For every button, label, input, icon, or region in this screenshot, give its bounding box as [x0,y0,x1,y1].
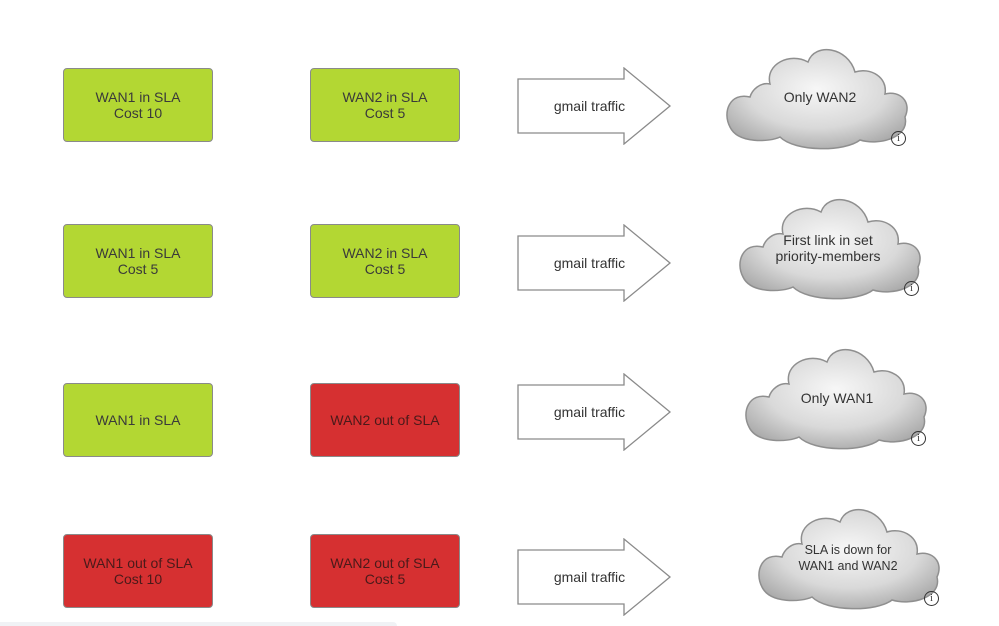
cloud-line: SLA is down for [804,543,892,557]
box-line: Cost 5 [117,261,159,277]
cloud-line: First link in set [783,232,873,248]
cloud-line: WAN1 and WAN2 [798,559,898,573]
result-cloud-row3: Only WAN1 i [739,342,939,454]
cloud-text: Only WAN2 [720,89,920,105]
wan1-status-box-row3: WAN1 in SLA [63,383,213,457]
cloud-line: priority-members [775,248,881,264]
result-cloud-row2: First link in set priority-members i [733,192,933,304]
traffic-arrow-row1: gmail traffic [517,66,673,146]
arrow-shape [517,66,672,146]
cloud-text: First link in set priority-members [723,232,933,264]
wan2-status-box-row3: WAN2 out of SLA [310,383,460,457]
box-line: Cost 5 [364,105,406,121]
info-icon[interactable]: i [924,591,939,606]
cloud-text: Only WAN1 [735,390,939,406]
arrow-label: gmail traffic [553,255,626,271]
box-line: WAN2 in SLA [342,89,428,105]
box-line: WAN1 in SLA [95,412,181,428]
box-line: WAN1 in SLA [95,245,181,261]
cloud-line: Only WAN2 [783,89,857,105]
arrow-shape [517,223,672,303]
box-line: WAN2 in SLA [342,245,428,261]
box-line: WAN1 in SLA [95,89,181,105]
arrow-label: gmail traffic [553,98,626,114]
cloud-shape [739,198,921,300]
traffic-arrow-row2: gmail traffic [517,223,673,303]
result-cloud-row4: SLA is down for WAN1 and WAN2 i [752,502,952,614]
cloud-shape [726,48,908,150]
arrow-label: gmail traffic [553,404,626,420]
result-cloud-row1: Only WAN2 i [720,42,920,154]
cloud-line: Only WAN1 [800,390,874,406]
traffic-arrow-row4: gmail traffic [517,537,673,617]
cloud-text: SLA is down for WAN1 and WAN2 [744,542,952,574]
box-line: WAN2 out of SLA [330,555,440,571]
arrow-label: gmail traffic [553,569,626,585]
info-icon[interactable]: i [911,431,926,446]
bottom-scroll-strip [0,622,397,626]
box-line: Cost 5 [364,261,406,277]
wan1-status-box-row1: WAN1 in SLA Cost 10 [63,68,213,142]
cloud-shape [758,508,940,610]
box-line: WAN1 out of SLA [83,555,193,571]
traffic-arrow-row3: gmail traffic [517,372,673,452]
box-line: Cost 10 [113,105,163,121]
box-line: Cost 5 [364,571,406,587]
wan1-status-box-row2: WAN1 in SLA Cost 5 [63,224,213,298]
wan2-status-box-row1: WAN2 in SLA Cost 5 [310,68,460,142]
arrow-shape [517,537,672,617]
box-line: Cost 10 [113,571,163,587]
info-icon[interactable]: i [904,281,919,296]
wan2-status-box-row4: WAN2 out of SLA Cost 5 [310,534,460,608]
info-icon[interactable]: i [891,131,906,146]
arrow-shape [517,372,672,452]
box-line: WAN2 out of SLA [330,412,440,428]
wan2-status-box-row2: WAN2 in SLA Cost 5 [310,224,460,298]
wan1-status-box-row4: WAN1 out of SLA Cost 10 [63,534,213,608]
cloud-shape [745,348,927,450]
